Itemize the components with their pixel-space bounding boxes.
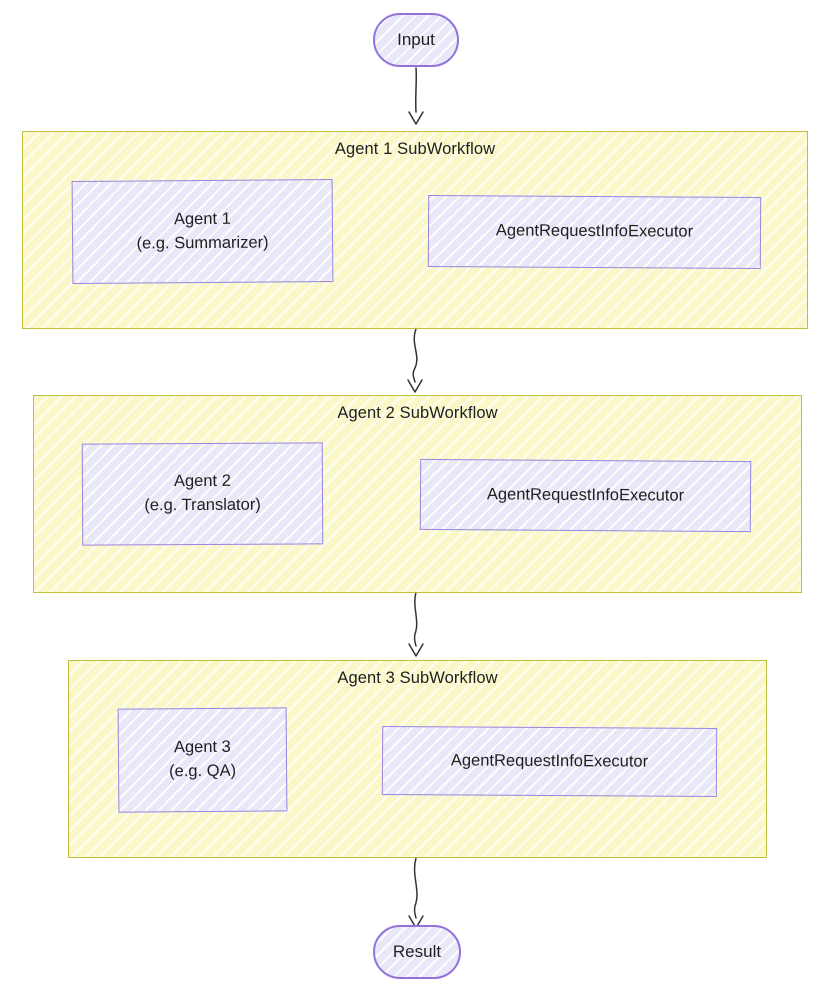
node-agent3-line2: (e.g. QA) — [169, 761, 237, 781]
node-agent3[interactable]: Agent 3 (e.g. QA) — [117, 707, 288, 813]
cluster-title-agent2-subworkflow: Agent 2 SubWorkflow — [337, 404, 498, 422]
node-executor1-label: AgentRequestInfoExecutor — [495, 221, 694, 241]
node-agent2-line2: (e.g. Translator) — [144, 495, 261, 515]
edge-agent1-subworkflow-to-agent2-subworkflow — [407, 328, 423, 393]
edge-agent3-subworkflow-to-result — [408, 857, 424, 929]
edge-input-to-agent1-subworkflow — [408, 67, 424, 125]
node-executor3-label: AgentRequestInfoExecutor — [450, 750, 649, 771]
node-agent2-line1: Agent 2 — [173, 471, 231, 491]
node-executor2-label: AgentRequestInfoExecutor — [486, 484, 685, 505]
node-agent3-line1: Agent 3 — [173, 737, 231, 757]
end-node-label: Result — [392, 942, 442, 961]
node-agent1-line2: (e.g. Summarizer) — [136, 232, 269, 253]
edge-agent2-subworkflow-to-agent3-subworkflow — [408, 591, 424, 657]
node-agent2[interactable]: Agent 2 (e.g. Translator) — [81, 442, 324, 546]
start-node-label: Input — [397, 30, 435, 49]
node-agent1-line1: Agent 1 — [173, 209, 231, 228]
end-node-result[interactable]: Result — [373, 925, 461, 979]
cluster-title-agent3-subworkflow: Agent 3 SubWorkflow — [337, 669, 498, 687]
node-executor3[interactable]: AgentRequestInfoExecutor — [381, 725, 718, 798]
start-node-input[interactable]: Input — [373, 13, 459, 67]
node-executor1[interactable]: AgentRequestInfoExecutor — [427, 194, 762, 270]
node-agent1[interactable]: Agent 1 (e.g. Summarizer) — [71, 178, 334, 285]
cluster-title-agent1-subworkflow: Agent 1 SubWorkflow — [334, 140, 496, 158]
node-executor2[interactable]: AgentRequestInfoExecutor — [419, 458, 752, 533]
